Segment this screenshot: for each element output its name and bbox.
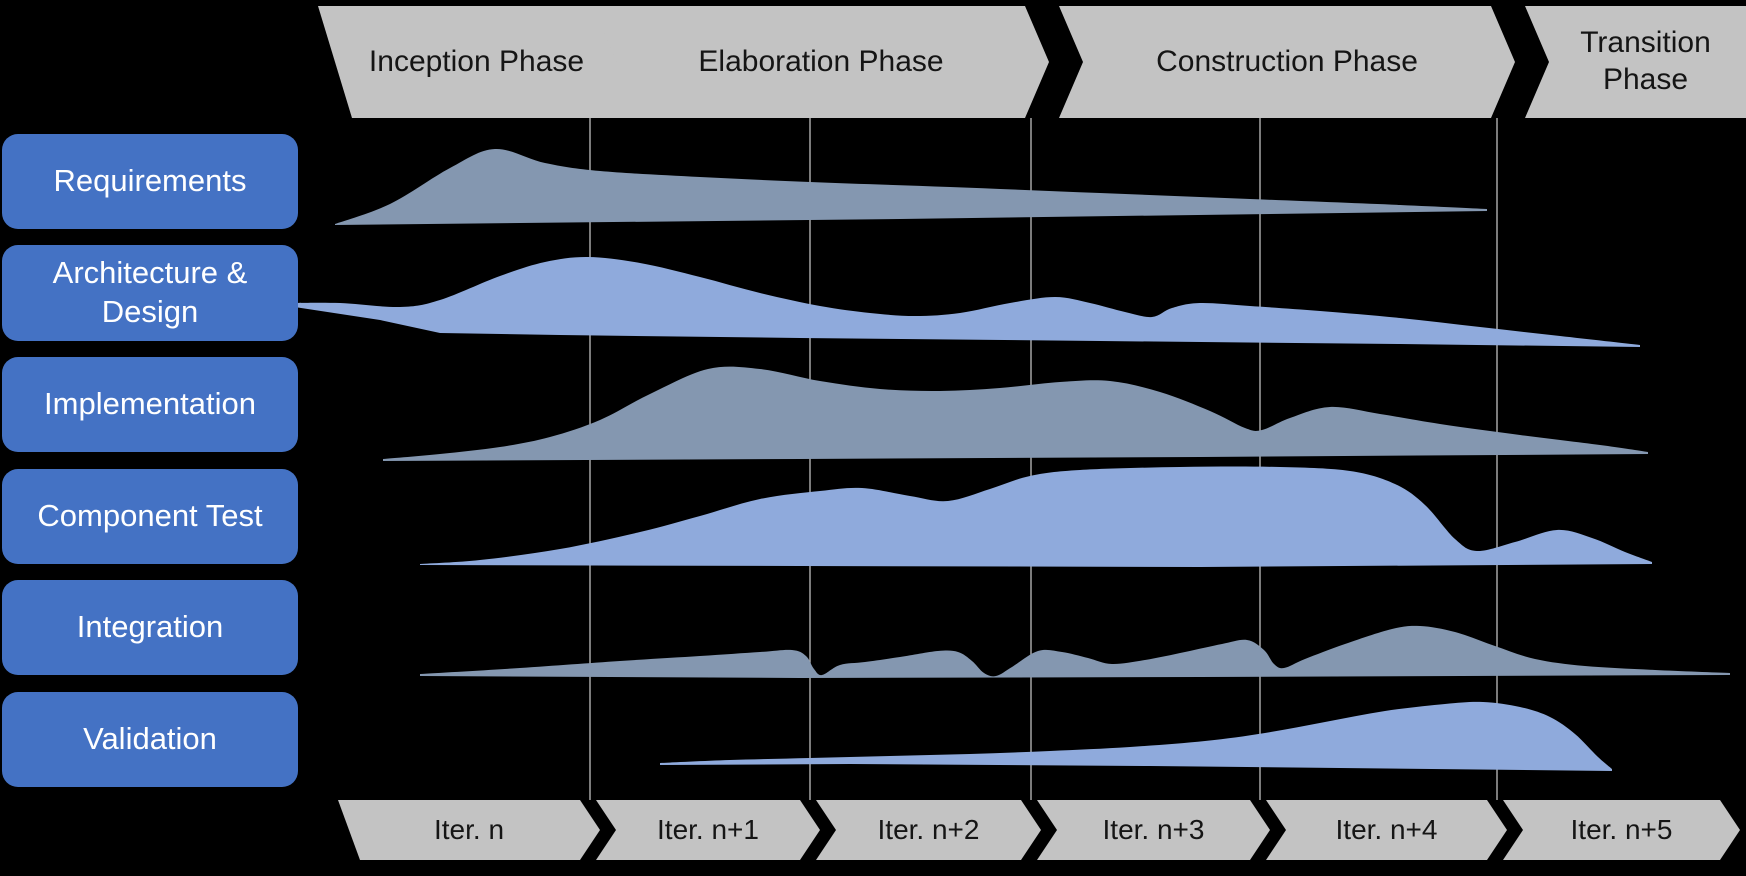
discipline-label-integration: Integration	[2, 580, 298, 675]
phase-label: Transition Phase	[1580, 26, 1711, 96]
effort-hump-integration	[420, 625, 1730, 678]
iteration-chevron-n1: Iter. n+1	[596, 800, 820, 860]
iteration-chevron-n4: Iter. n+4	[1266, 800, 1507, 860]
iteration-label: Iter. n+1	[657, 814, 759, 845]
iteration-label: Iter. n+5	[1570, 814, 1673, 845]
phase-chevron-inception: Inception Phase	[318, 6, 621, 118]
iteration-label: Iter. n+4	[1335, 814, 1438, 845]
phase-label: Inception Phase	[368, 44, 585, 78]
discipline-label-validation: Validation	[2, 692, 298, 787]
discipline-label-architecture-design: Architecture & Design	[2, 245, 298, 341]
discipline-label-text: Requirements	[53, 163, 247, 199]
phase-chevron-construction: Construction Phase	[1059, 6, 1515, 118]
discipline-label-text: Validation	[83, 721, 217, 757]
iteration-chevron-n5: Iter. n+5	[1503, 800, 1740, 860]
phase-label: Elaboration Phase	[698, 44, 944, 78]
discipline-label-component-test: Component Test	[2, 469, 298, 564]
iteration-chevron-n: Iter. n	[338, 800, 600, 860]
phase-chevron-elaboration: Elaboration Phase	[593, 6, 1049, 118]
iteration-label: Iter. n+3	[1102, 814, 1205, 845]
discipline-label-requirements: Requirements	[2, 134, 298, 229]
effort-hump-architecture-design	[288, 256, 1640, 347]
effort-hump-requirements	[335, 148, 1487, 225]
discipline-label-implementation: Implementation	[2, 357, 298, 452]
effort-hump-validation	[660, 701, 1612, 771]
iteration-chevron-n3: Iter. n+3	[1037, 800, 1270, 860]
discipline-label-text: Component Test	[37, 498, 263, 534]
effort-hump-component-test	[420, 466, 1652, 567]
iteration-label: Iter. n+2	[877, 814, 980, 845]
discipline-label-text: Implementation	[44, 386, 256, 422]
iteration-label: Iter. n	[433, 814, 505, 845]
phase-label: Construction Phase	[1156, 44, 1418, 78]
iteration-chevron-n2: Iter. n+2	[816, 800, 1041, 860]
effort-hump-implementation	[383, 366, 1648, 461]
discipline-label-text: Integration	[76, 609, 224, 645]
phase-chevron-transition: Transition Phase	[1525, 6, 1746, 118]
discipline-label-text: Architecture & Design	[52, 255, 248, 329]
